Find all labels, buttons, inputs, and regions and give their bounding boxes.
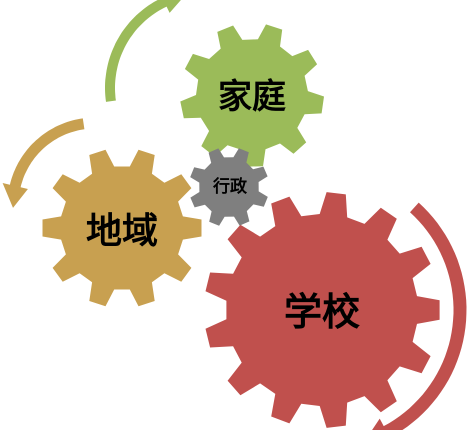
- gear-label-school: 学校: [284, 290, 360, 334]
- gear-family: [180, 24, 324, 167]
- gear-label-administration: 行政: [212, 176, 248, 197]
- red-cycle-arrow: [372, 202, 467, 430]
- labels-layer: 家庭 地域 行政 学校: [86, 77, 360, 334]
- gear-community: [42, 149, 202, 307]
- gear-school: [205, 192, 440, 428]
- gold-cycle-arrow: [2, 118, 85, 208]
- gear-label-community: 地域: [86, 211, 158, 252]
- gear-administration: [190, 148, 268, 226]
- gear-label-family: 家庭: [218, 77, 286, 117]
- gears-layer: [42, 24, 440, 428]
- green-cycle-arrow: [105, 0, 181, 102]
